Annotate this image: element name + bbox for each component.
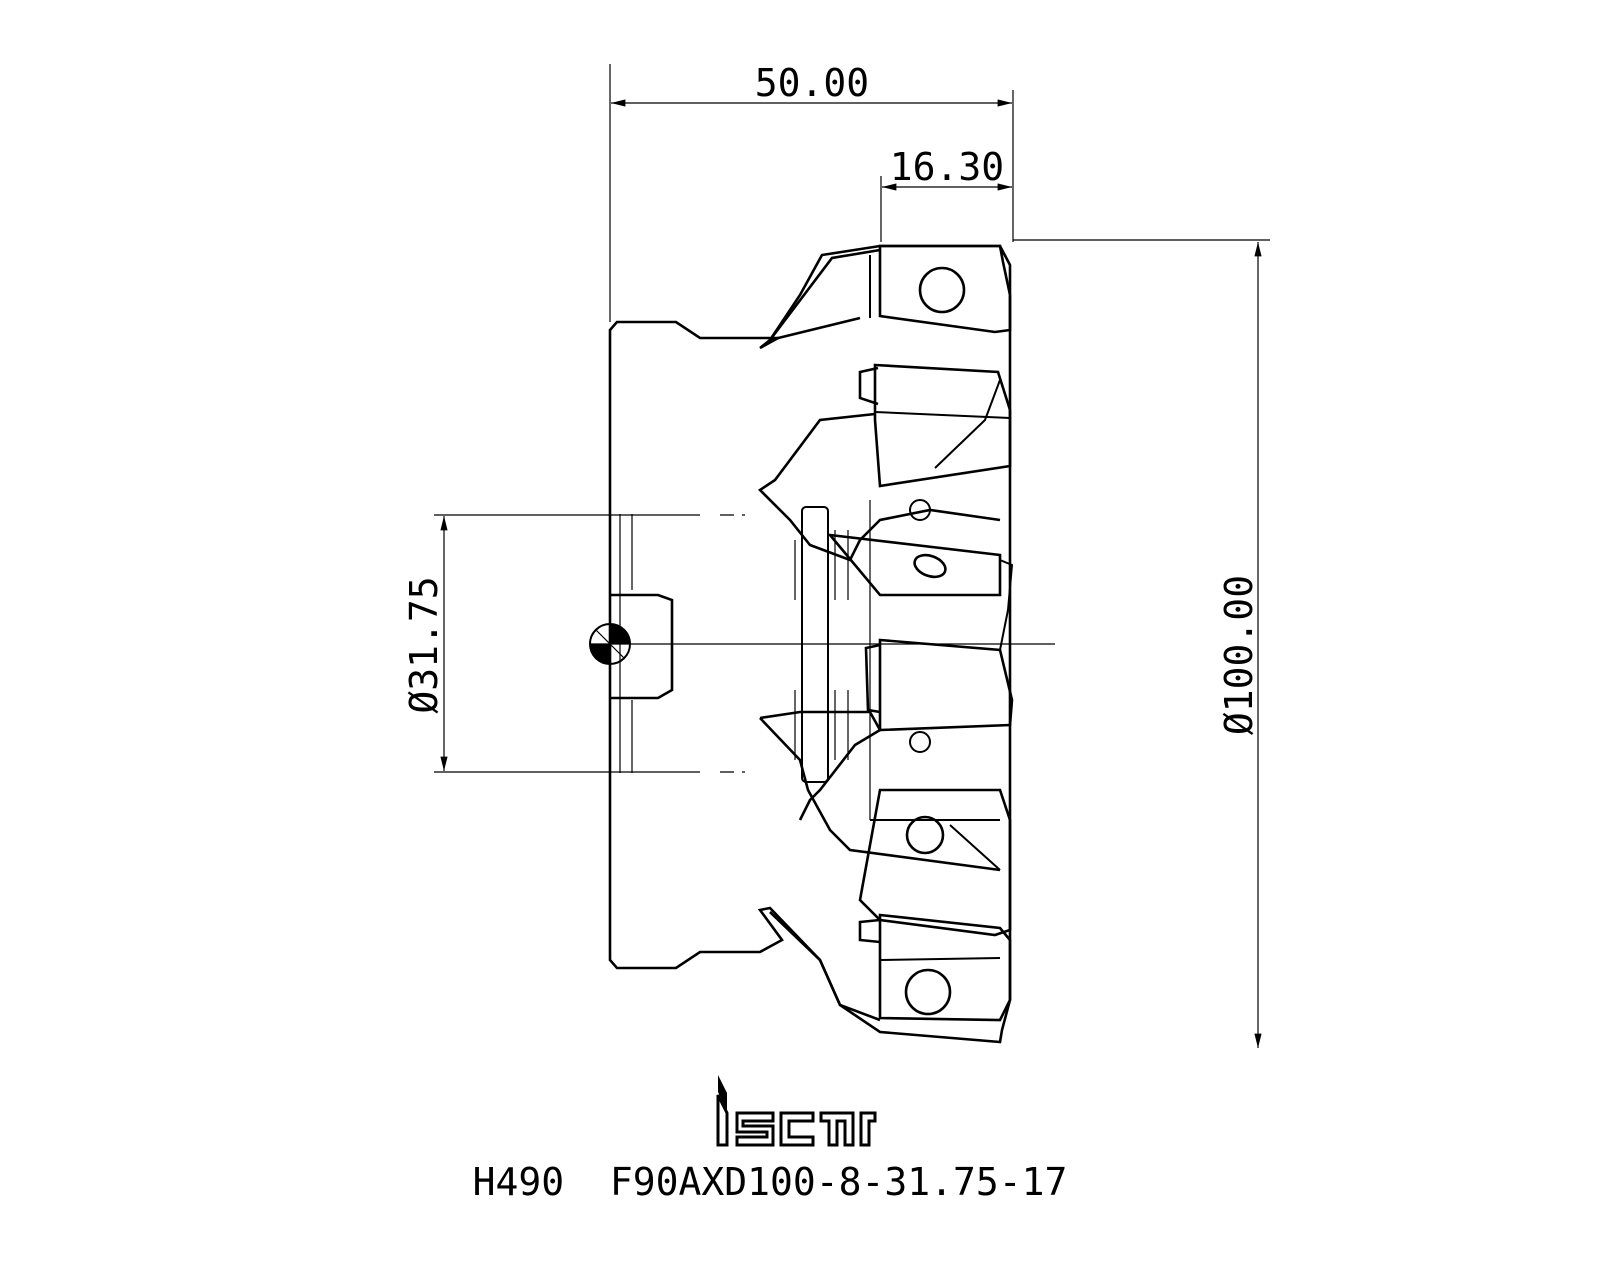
insert-bottom [769, 911, 1012, 1022]
dimension-label-31: Ø31.75 [402, 576, 446, 713]
dimension-label-50: 50.00 [755, 61, 869, 105]
bore-center-symbol [589, 623, 631, 665]
dimension-cutter-diameter: Ø100.00 [1013, 239, 1270, 1048]
dimension-label-100: Ø100.00 [1217, 575, 1261, 735]
dimension-bore-diameter: Ø31.75 [402, 514, 700, 773]
logo-text: iscar [715, 1074, 718, 1076]
insert-top [766, 244, 1012, 343]
dimension-label-16: 16.30 [890, 145, 1004, 189]
product-code-caption: H490 F90AXD100-8-31.75-17 [473, 1160, 1068, 1204]
insert-2 [757, 363, 1012, 562]
dimension-overall-length: 50.00 [609, 61, 1014, 322]
dimension-insert-offset: 16.30 [880, 145, 1012, 242]
iscar-logo: iscar [715, 1074, 877, 1147]
insert-3 [826, 533, 1014, 651]
cutter-body [608, 244, 1012, 1044]
insert-4 [759, 638, 1014, 872]
